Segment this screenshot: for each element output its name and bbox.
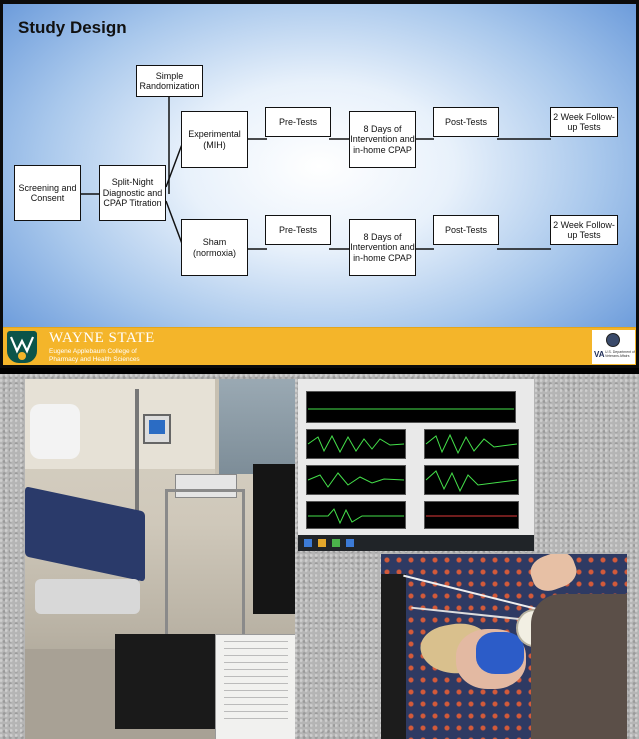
signal-monitor-photo (298, 379, 534, 551)
college-name-line1: Eugene Applebaum College of (49, 348, 137, 355)
va-seal-icon (606, 333, 620, 347)
post-tests-box-top: Post-Tests (433, 107, 499, 137)
randomization-box: Simple Randomization (136, 65, 203, 97)
va-logo: VA (594, 350, 605, 359)
post-tests-box-bottom: Post-Tests (433, 215, 499, 245)
participant-photo (381, 554, 627, 739)
university-name: WAYNE STATE (49, 330, 155, 346)
face-mask (476, 632, 524, 674)
college-name-line2: Pharmacy and Health Sciences (49, 356, 140, 363)
followup-box-top: 2 Week Follow-up Tests (550, 107, 618, 137)
photo-collage (0, 374, 639, 739)
intervention-box-bottom: 8 Days of Intervention and in-home CPAP (349, 219, 416, 276)
institution-banner: WAYNE STATE Eugene Applebaum College of … (3, 327, 636, 365)
flow-connectors (81, 97, 551, 250)
experimental-arm-box: Experimental (MIH) (181, 111, 248, 168)
pre-tests-box-top: Pre-Tests (265, 107, 331, 137)
pre-tests-box-bottom: Pre-Tests (265, 215, 331, 245)
study-design-slide: Study Design Screening and Consent Split… (0, 0, 639, 368)
va-logo-block: VA U.S. Department of Veterans Affairs (592, 330, 635, 364)
screening-consent-box: Screening and Consent (14, 165, 81, 221)
equipment-photo (25, 379, 295, 739)
followup-box-bottom: 2 Week Follow-up Tests (550, 215, 618, 245)
split-night-box: Split-Night Diagnostic and CPAP Titratio… (99, 165, 166, 221)
va-department-text: U.S. Department of Veterans Affairs (605, 350, 635, 358)
intervention-box-top: 8 Days of Intervention and in-home CPAP (349, 111, 416, 168)
slide-canvas: Study Design Screening and Consent Split… (3, 4, 636, 365)
wayne-state-shield-icon (7, 331, 37, 363)
slide-title: Study Design (18, 18, 127, 37)
sham-arm-box: Sham (normoxia) (181, 219, 248, 276)
